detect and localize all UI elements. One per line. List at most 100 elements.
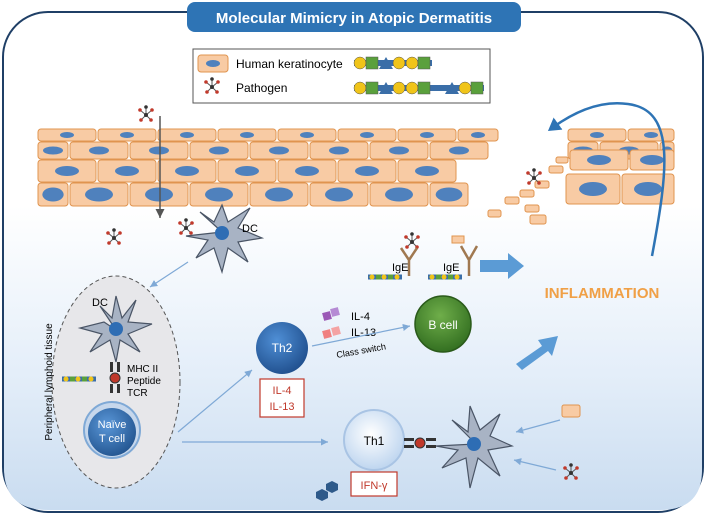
naive-label-2: T cell: [99, 433, 125, 445]
peptide-label: Peptide: [127, 376, 161, 387]
keratinocyte-fragment: [548, 165, 564, 174]
keratinocyte-nucleus: [175, 166, 199, 176]
antigen-arrow-2: [513, 458, 557, 471]
th2-il4: IL-4: [273, 385, 292, 397]
legend-box: [192, 48, 491, 104]
dc-skin-label: DC: [242, 223, 258, 235]
title-box: [187, 2, 521, 32]
th2-label: Th2: [272, 341, 293, 355]
keratinocyte-nucleus: [240, 132, 254, 138]
keratinocyte-nucleus: [590, 132, 604, 138]
th1-label: Th1: [364, 434, 385, 448]
keratinocyte-nucleus: [640, 155, 664, 165]
th2-il13: IL-13: [269, 401, 294, 413]
keratinocyte-nucleus: [265, 187, 293, 202]
th1-ifng: IFN-γ: [361, 480, 388, 492]
keratinocyte-nucleus: [420, 132, 434, 138]
keratinocyte-fragment: [529, 214, 547, 225]
peptide-icon: [62, 376, 96, 382]
keratinocyte-fragment: [555, 156, 569, 164]
legend-keratinocyte-label: Human keratinocyte: [236, 57, 343, 71]
legend-human-peptide-icon: [353, 56, 432, 70]
keratinocyte-fragment: [451, 235, 465, 244]
keratinocyte-nucleus: [205, 187, 233, 202]
naive-label-1: Naïve: [98, 419, 127, 431]
to-th2-arrow: [177, 369, 253, 433]
antigen-arrow-1: [515, 419, 561, 434]
keratinocyte-nucleus: [587, 155, 611, 165]
il13-label: IL-13: [351, 327, 376, 339]
keratinocyte-nucleus: [329, 146, 349, 155]
bcell-label: B cell: [428, 318, 457, 332]
ige-antibody-2: [459, 245, 479, 276]
title-text: Molecular Mimicry in Atopic Dermatitis: [216, 10, 492, 27]
th2-cell: [256, 322, 308, 374]
keratinocyte-nucleus: [43, 146, 63, 155]
keratinocyte-nucleus: [120, 132, 134, 138]
ifn-gamma-icon: [316, 481, 338, 501]
dermis-region: [4, 206, 702, 510]
keratinocyte-nucleus: [389, 146, 409, 155]
mhc-label: MHC II: [127, 364, 158, 375]
dc-lymph-label: DC: [92, 297, 108, 309]
keratinocyte-nucleus: [235, 166, 259, 176]
keratinocyte-nucleus: [42, 187, 64, 202]
keratinocyte-nucleus: [634, 182, 662, 196]
keratinocyte-nucleus: [149, 146, 169, 155]
peptide-icon: [368, 274, 402, 280]
th1-cytokine-box: [350, 471, 398, 497]
keratinocyte-fragment: [524, 204, 540, 213]
class-switch-arrow: [311, 323, 411, 347]
keratinocyte-fragment: [504, 196, 520, 205]
keratinocyte-nucleus: [60, 132, 74, 138]
legend-pathogen-peptide-icon: [353, 81, 484, 95]
naive-tcell: [88, 408, 136, 456]
th1-to-inflammation-arrow: [516, 336, 558, 370]
keratinocyte-fragment: [487, 209, 502, 218]
keratinocyte-nucleus: [295, 166, 319, 176]
keratinocyte-nucleus: [449, 146, 469, 155]
keratinocyte-nucleus: [415, 166, 439, 176]
keratinocyte-nucleus: [325, 187, 353, 202]
feedback-curve-arrow: [547, 102, 666, 257]
keratinocyte-nucleus: [269, 146, 289, 155]
keratinocyte-nucleus: [385, 187, 413, 202]
keratinocyte-nucleus: [435, 187, 463, 202]
keratinocyte-nucleus: [85, 187, 113, 202]
keratinocyte-nucleus: [55, 166, 79, 176]
th2-cytokine-box: [259, 378, 305, 418]
keratinocyte-nucleus: [471, 132, 485, 138]
keratinocyte-nucleus: [355, 166, 379, 176]
migration-arrow: [149, 261, 189, 288]
mhc-tcr-complex-th1: [404, 437, 436, 449]
ige-label-2: IgE: [443, 262, 460, 274]
keratinocyte-nucleus: [360, 132, 374, 138]
keratinocyte-nucleus: [300, 132, 314, 138]
keratinocyte-nucleus: [579, 182, 607, 196]
keratinocyte-fragment: [561, 404, 581, 418]
keratinocyte-nucleus: [644, 132, 658, 138]
dendritic-cell-skin: [185, 203, 265, 275]
bcell: [414, 295, 472, 353]
ige-to-inflammation-arrow: [480, 253, 524, 279]
keratinocyte-fragment: [519, 189, 535, 198]
dendritic-cell-right: [435, 405, 515, 489]
keratinocyte-nucleus: [145, 187, 173, 202]
peptide-icon: [428, 274, 462, 280]
il13-icon: [322, 326, 341, 339]
keratinocyte-nucleus: [89, 146, 109, 155]
dendritic-cell-lymph: [77, 295, 153, 363]
keratinocyte-fragment: [534, 180, 550, 189]
mhc-tcr-complex: [109, 362, 121, 393]
ige-antibody-1: [399, 247, 419, 276]
keratinocyte-nucleus: [180, 132, 194, 138]
tcr-label: TCR: [127, 388, 148, 399]
keratinocyte-layer: [37, 128, 675, 225]
legend-pathogen-label: Pathogen: [236, 81, 287, 95]
il4-label: IL-4: [351, 311, 370, 323]
il4-icon: [322, 307, 340, 321]
ige-label-1: IgE: [392, 262, 409, 274]
legend-keratinocyte-icon: [197, 54, 229, 73]
